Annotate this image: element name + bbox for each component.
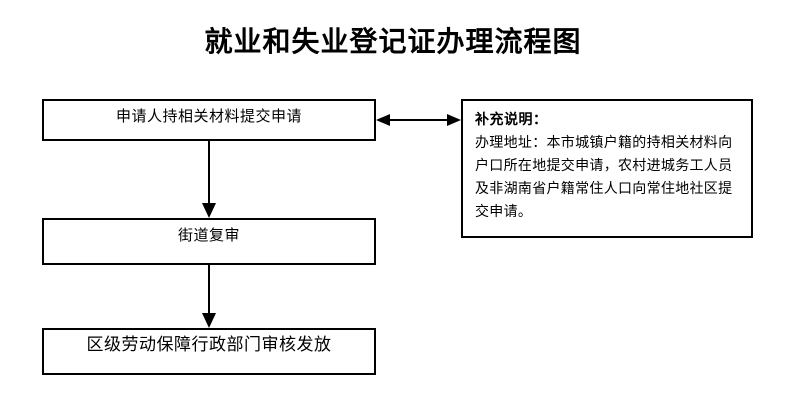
supplementary-note-body: 办理地址：本市城镇户籍的持相关材料向户口所在地提交申请，农村进城务工人员及非湖南… bbox=[475, 135, 733, 220]
connector-review-to-issue bbox=[202, 265, 216, 328]
flow-node-issue-label: 区级劳动保障行政部门审核发放 bbox=[86, 335, 332, 355]
flow-node-review-label: 街道复审 bbox=[177, 226, 240, 244]
supplementary-note-heading: 补充说明： bbox=[475, 112, 548, 128]
page-title: 就业和失业登记证办理流程图 bbox=[204, 25, 582, 58]
flow-node-apply-label: 申请人持相关材料提交申请 bbox=[115, 107, 302, 125]
flow-node-review[interactable]: 街道复审 bbox=[42, 218, 376, 265]
connector-apply-to-note bbox=[376, 114, 461, 126]
supplementary-note-box: 补充说明： 办理地址：本市城镇户籍的持相关材料向户口所在地提交申请，农村进城务工… bbox=[461, 99, 753, 238]
flow-node-issue[interactable]: 区级劳动保障行政部门审核发放 bbox=[42, 328, 376, 375]
flow-node-apply[interactable]: 申请人持相关材料提交申请 bbox=[42, 99, 376, 141]
connector-apply-to-review bbox=[202, 141, 216, 218]
